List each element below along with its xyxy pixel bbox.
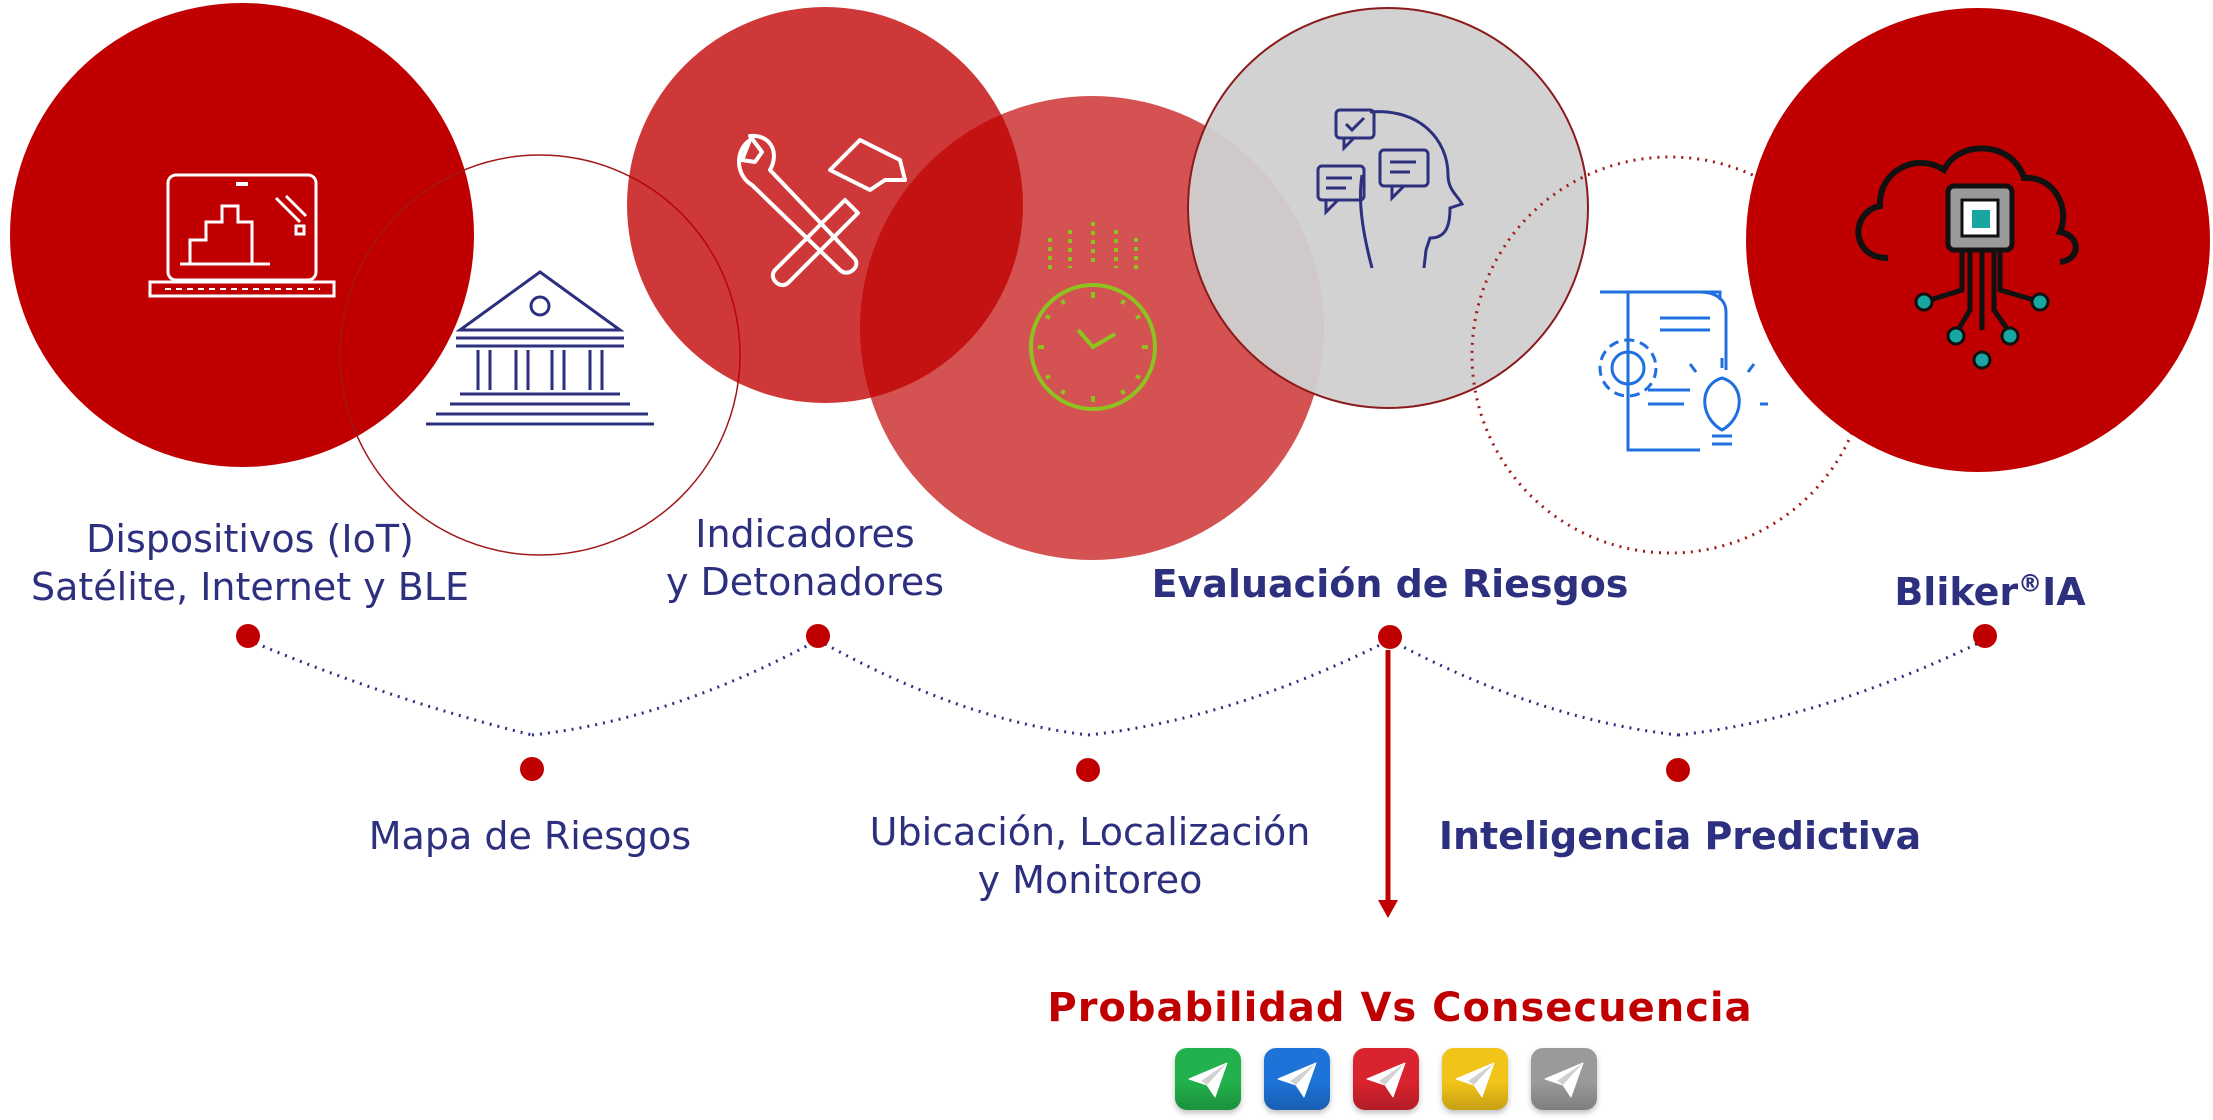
bank-building-icon — [426, 270, 654, 426]
evaluation-arrow — [1378, 650, 1398, 918]
evaluation-label-text: Evaluación de Riesgos — [1151, 562, 1629, 606]
risk-map-dot — [520, 757, 544, 781]
paper-plane-icon — [1366, 1062, 1406, 1098]
predictive-dot — [1666, 758, 1690, 782]
devices-dot — [236, 624, 260, 648]
paper-plane-icon — [1455, 1062, 1495, 1098]
indicators-label: Indicadores y Detonadores — [630, 510, 980, 606]
risk-level-tile — [1175, 1048, 1241, 1110]
paper-plane-icon — [1188, 1062, 1228, 1098]
risk-level-tile — [1531, 1048, 1597, 1110]
devices-label-line-1: Dispositivos (IoT) — [86, 517, 414, 561]
cloud-chip-icon — [1855, 145, 2079, 370]
indicators-label-line-2: y Detonadores — [665, 560, 945, 604]
location-label: Ubicación, Localización y Monitoreo — [820, 808, 1360, 904]
devices-circle — [10, 3, 474, 467]
evaluation-label: Evaluación de Riesgos — [1140, 560, 1640, 608]
predictive-label-text: Inteligencia Predictiva — [1438, 814, 1922, 858]
devices-label: Dispositivos (IoT) Satélite, Internet y … — [30, 515, 470, 611]
paper-plane-icon — [1544, 1062, 1584, 1098]
timeline-connector — [247, 638, 1986, 737]
location-dot — [1076, 758, 1100, 782]
wrench-hammer-icon — [737, 133, 907, 288]
location-label-line-2: y Monitoreo — [977, 858, 1203, 902]
bliker-label-registered: ® — [2018, 569, 2043, 598]
risk-level-tile — [1353, 1048, 1419, 1110]
predictive-label: Inteligencia Predictiva — [1420, 812, 1940, 860]
risk-level-tile — [1264, 1048, 1330, 1110]
evaluation-dot — [1378, 625, 1402, 649]
laptop-chart-icon — [148, 173, 336, 298]
clock-icon — [1029, 222, 1157, 411]
document-gear-bulb-icon — [1598, 290, 1768, 452]
bliker-label: Bliker®IA — [1840, 568, 2140, 616]
risk-map-label: Mapa de Riesgos — [330, 812, 730, 860]
risk-map-label-text: Mapa de Riesgos — [368, 814, 692, 858]
bliker-dot — [1973, 624, 1997, 648]
bliker-label-name: Bliker — [1894, 570, 2019, 614]
paper-plane-icon — [1277, 1062, 1317, 1098]
location-label-line-1: Ubicación, Localización — [869, 810, 1311, 854]
risk-level-tile — [1442, 1048, 1508, 1110]
bliker-label-suffix: IA — [2042, 570, 2086, 614]
probability-vs-consequence-title: Probabilidad Vs Consecuencia — [1047, 985, 1753, 1031]
head-chat-icon — [1316, 108, 1465, 269]
indicators-label-line-1: Indicadores — [695, 512, 915, 556]
indicators-dot — [806, 624, 830, 648]
devices-label-line-2: Satélite, Internet y BLE — [30, 565, 470, 609]
risk-level-icons — [1175, 1048, 1615, 1120]
evaluation-circle — [1187, 7, 1589, 409]
